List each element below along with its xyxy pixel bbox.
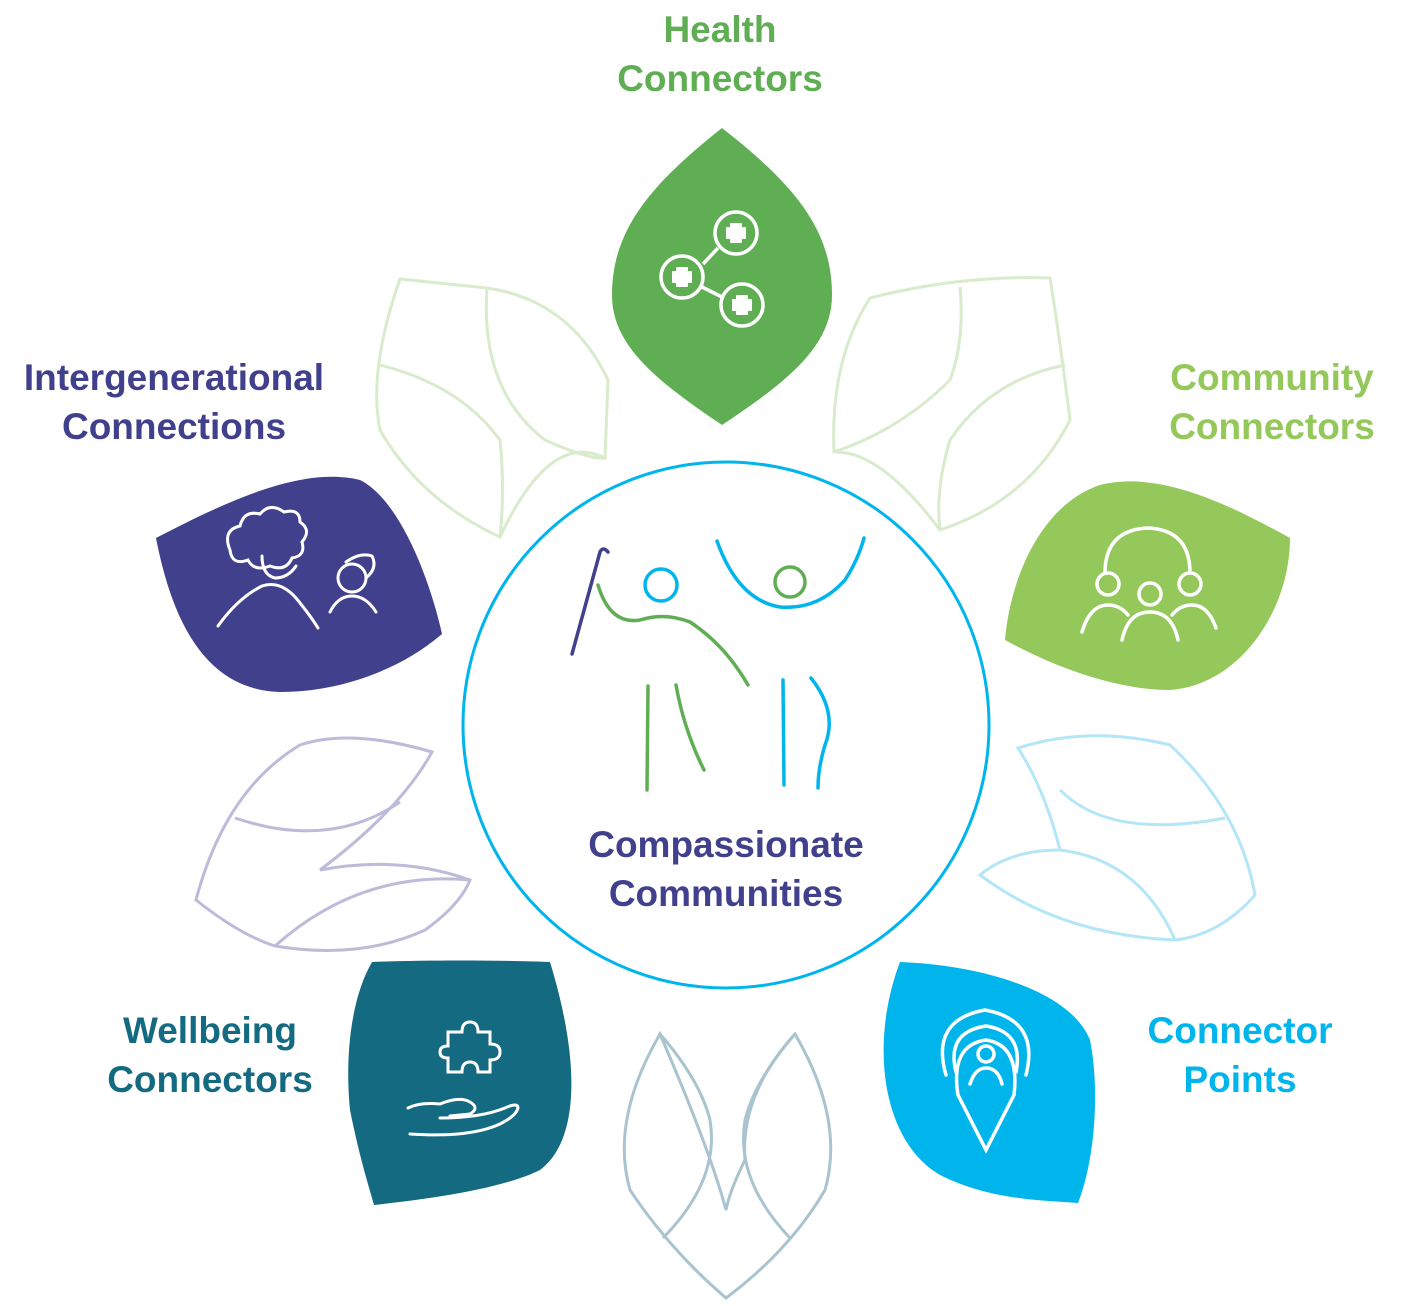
- label-intergenerational-connections: Intergenerational Connections: [0, 353, 348, 451]
- petal-community[interactable]: [1005, 481, 1290, 690]
- label-community-connectors: Community Connectors: [1122, 353, 1402, 451]
- label-wellbeing-connectors: Wellbeing Connectors: [60, 1006, 360, 1104]
- label-health-connectors: Health Connectors: [560, 5, 880, 103]
- petal-health[interactable]: [612, 128, 832, 425]
- label-connector-line1: Connector: [1147, 1010, 1333, 1051]
- petal-intergen[interactable]: [156, 476, 442, 692]
- label-intergen-line1: Intergenerational: [23, 357, 325, 398]
- center-title-line2: Communities: [608, 873, 844, 914]
- outline-leaf-right: [977, 734, 1257, 942]
- petal-connector[interactable]: [883, 962, 1096, 1203]
- group-people-icon: [1080, 526, 1218, 642]
- hand-puzzle-icon: [406, 1020, 520, 1137]
- label-connector-points: Connector Points: [1090, 1006, 1390, 1104]
- outline-leaf-upper-right: [832, 276, 1072, 532]
- health-plus-network-icon: [659, 210, 765, 328]
- center-title-line1: Compassionate: [588, 824, 864, 865]
- label-wellbeing-line2: Connectors: [107, 1059, 313, 1100]
- label-connector-line2: Points: [1183, 1059, 1297, 1100]
- people-figures-icon: [570, 536, 866, 792]
- label-wellbeing-line1: Wellbeing: [122, 1010, 298, 1051]
- center-title: Compassionate Communities: [526, 820, 926, 918]
- label-community-line2: Connectors: [1169, 406, 1375, 447]
- outline-leaf-bottom: [622, 1030, 833, 1300]
- label-community-line1: Community: [1170, 357, 1374, 398]
- label-health-line1: Health: [663, 9, 777, 50]
- label-intergen-line2: Connections: [61, 406, 287, 447]
- outline-leaf-left: [194, 736, 472, 952]
- center-circle: [461, 460, 991, 990]
- elder-and-child-icon: [216, 506, 378, 630]
- outline-leaf-upper-left: [375, 277, 610, 539]
- label-health-line2: Connectors: [617, 58, 823, 99]
- petal-wellbeing[interactable]: [348, 960, 572, 1206]
- location-pin-person-icon: [940, 1008, 1031, 1154]
